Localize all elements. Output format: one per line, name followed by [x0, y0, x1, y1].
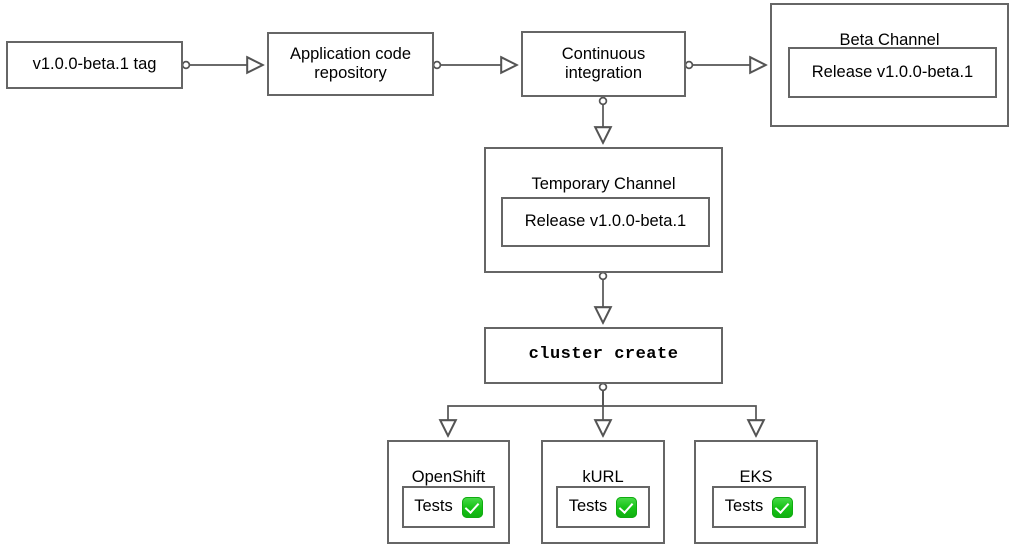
node-beta-channel-release[interactable]: Release v1.0.0-beta.1: [788, 47, 997, 98]
node-version-tag-label: v1.0.0-beta.1 tag: [32, 55, 157, 74]
edge-source-dot: [181, 60, 191, 70]
node-target-openshift[interactable]: OpenShift Tests: [387, 440, 510, 544]
node-app-code-repository-label: Application code repository: [289, 44, 412, 82]
node-beta-channel[interactable]: Beta Channel Release v1.0.0-beta.1: [770, 3, 1009, 127]
edge-source-dot: [684, 60, 694, 70]
node-cluster-create-label: cluster create: [528, 345, 679, 365]
node-cluster-create[interactable]: cluster create: [484, 327, 723, 384]
node-continuous-integration-label: Continuous integration: [561, 44, 646, 82]
node-beta-channel-title: Beta Channel: [839, 31, 940, 50]
green-check-icon: [616, 496, 638, 518]
node-target-eks-title: EKS: [739, 468, 773, 487]
node-target-kurl-title: kURL: [582, 468, 624, 487]
green-check-icon: [772, 496, 794, 518]
node-temporary-channel[interactable]: Temporary Channel Release v1.0.0-beta.1: [484, 147, 723, 273]
edge-source-dot: [598, 96, 608, 106]
tests-label: Tests: [568, 497, 608, 516]
edge-source-dot: [598, 271, 608, 281]
node-target-eks[interactable]: EKS Tests: [694, 440, 818, 544]
node-target-kurl[interactable]: kURL Tests: [541, 440, 665, 544]
node-target-kurl-tests[interactable]: Tests: [556, 486, 650, 528]
green-check-icon: [461, 496, 483, 518]
node-temporary-channel-title: Temporary Channel: [531, 175, 676, 194]
node-target-openshift-tests[interactable]: Tests: [402, 486, 495, 528]
node-temporary-channel-release-label: Release v1.0.0-beta.1: [524, 212, 687, 231]
node-target-eks-tests[interactable]: Tests: [712, 486, 806, 528]
node-app-code-repository[interactable]: Application code repository: [267, 32, 434, 96]
node-beta-channel-release-label: Release v1.0.0-beta.1: [811, 62, 974, 81]
edge-source-dot: [432, 60, 442, 70]
node-target-openshift-title: OpenShift: [411, 468, 486, 487]
node-continuous-integration[interactable]: Continuous integration: [521, 31, 686, 97]
edge-cluster-to-openshift: [448, 391, 604, 435]
node-version-tag[interactable]: v1.0.0-beta.1 tag: [6, 41, 183, 89]
node-temporary-channel-release[interactable]: Release v1.0.0-beta.1: [501, 197, 710, 247]
edge-cluster-to-eks: [602, 391, 756, 435]
edge-source-dot: [598, 382, 608, 392]
tests-label: Tests: [724, 497, 764, 516]
tests-label: Tests: [414, 497, 453, 516]
